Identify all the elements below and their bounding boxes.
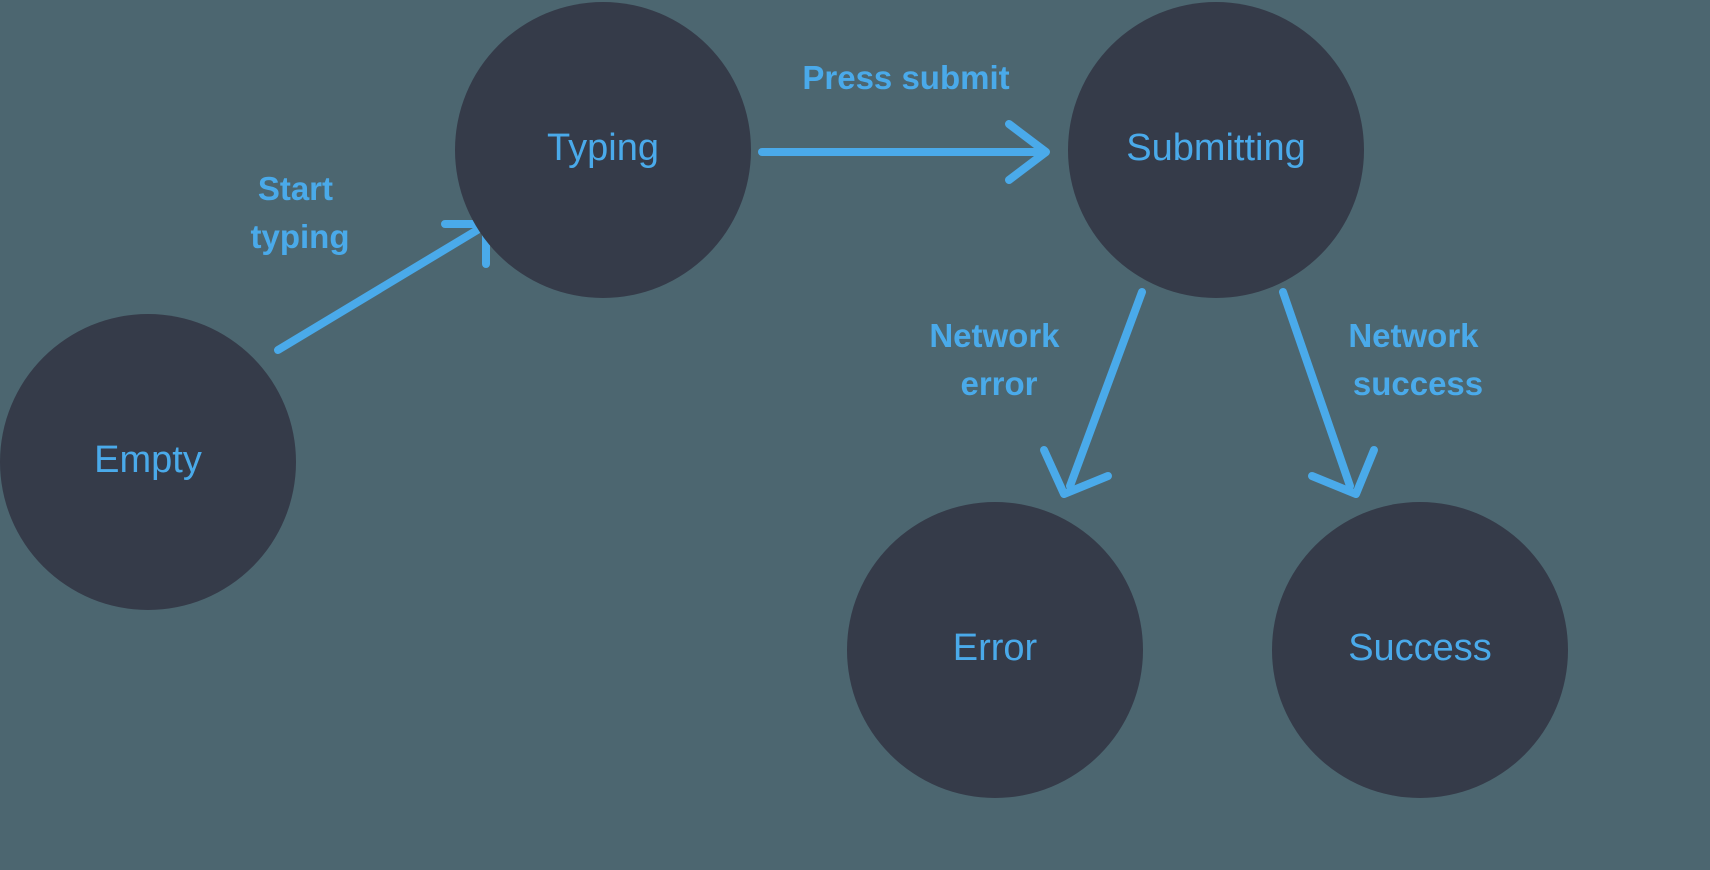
state-node-empty[interactable]: Empty	[0, 314, 296, 610]
state-node-error[interactable]: Error	[847, 502, 1143, 798]
arrowhead-submitting-to-success	[1308, 446, 1378, 498]
state-node-submitting[interactable]: Submitting	[1068, 2, 1364, 298]
edge-label-line: success	[1353, 365, 1483, 402]
state-circle-error[interactable]	[847, 502, 1143, 798]
edge-submitting-to-error: Network error	[929, 288, 1146, 498]
edge-submitting-to-success: Network success	[1279, 288, 1487, 498]
arrowhead-typing-to-submitting	[1005, 120, 1050, 184]
arrowhead-submitting-to-error	[1040, 446, 1112, 498]
edge-label-line: Network	[1348, 317, 1479, 354]
edge-label-network-error: Network error	[929, 317, 1068, 402]
edge-label-line: Start	[258, 170, 333, 207]
edge-line-empty-to-typing	[274, 222, 488, 354]
edge-empty-to-typing: Start typing	[251, 170, 490, 354]
state-label-empty: Empty	[94, 439, 202, 481]
edge-label-line: typing	[251, 218, 350, 255]
edge-label-press-submit: Press submit	[802, 59, 1009, 96]
edge-label-start-typing: Start typing	[251, 170, 350, 255]
edge-label-network-success: Network success	[1348, 317, 1487, 402]
state-circle-submitting[interactable]	[1068, 2, 1364, 298]
edge-line-submitting-to-success	[1279, 288, 1354, 490]
state-label-submitting: Submitting	[1126, 127, 1306, 169]
edge-label-line: Press submit	[802, 59, 1009, 96]
state-label-success: Success	[1348, 627, 1492, 669]
edge-line-submitting-to-error	[1066, 288, 1146, 490]
state-node-success[interactable]: Success	[1272, 502, 1568, 798]
state-circle-typing[interactable]	[455, 2, 751, 298]
state-node-typing[interactable]: Typing	[455, 2, 751, 298]
edge-typing-to-submitting: Press submit	[758, 59, 1050, 184]
edge-label-line: error	[960, 365, 1037, 402]
edge-label-line: Network	[929, 317, 1060, 354]
state-circle-success[interactable]	[1272, 502, 1568, 798]
state-label-typing: Typing	[547, 127, 659, 169]
state-circle-empty[interactable]	[0, 314, 296, 610]
state-label-error: Error	[953, 627, 1038, 669]
